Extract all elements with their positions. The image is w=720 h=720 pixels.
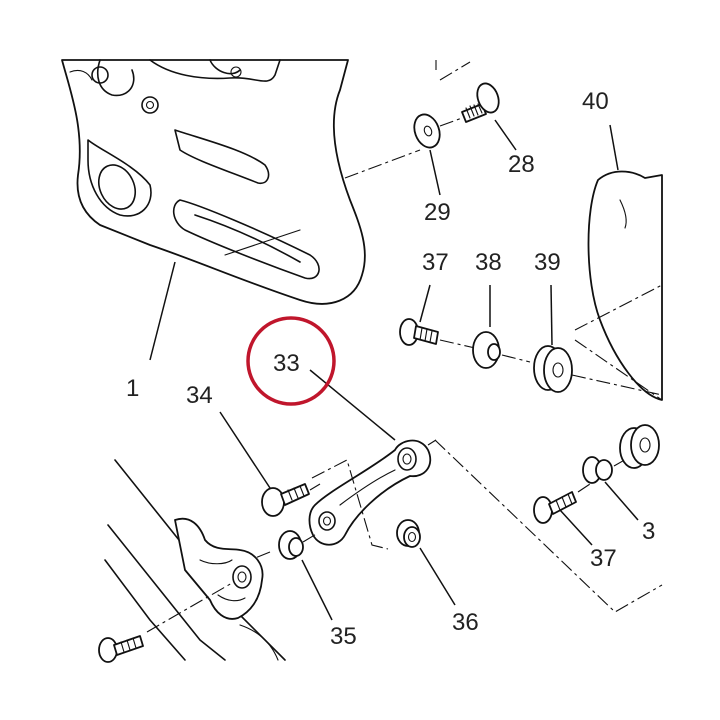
callout-37-lower: 37 <box>590 545 617 572</box>
part-1-bracket <box>61 59 421 305</box>
callout-1: 1 <box>126 375 139 402</box>
part-40-cover <box>574 170 663 401</box>
highlight-circle <box>246 316 336 406</box>
part-38-bushing <box>472 331 531 369</box>
callout-35: 35 <box>330 623 357 650</box>
callout-38: 38 <box>475 249 502 276</box>
part-29-washer <box>413 113 463 149</box>
callout-39: 39 <box>534 249 561 276</box>
part-37-screw-upper <box>399 318 476 349</box>
frame-lower-left <box>104 459 286 661</box>
leader-lines <box>149 119 639 621</box>
part-37-screw-lower <box>533 483 591 524</box>
part-3x-washer <box>582 456 629 484</box>
callout-29: 29 <box>424 199 451 226</box>
callout-40: 40 <box>582 88 609 115</box>
part-33-link-arm <box>308 439 437 550</box>
part-28-screw <box>435 60 500 123</box>
part-36-bushing <box>396 519 421 548</box>
callout-33: 33 <box>273 350 300 377</box>
callout-34: 34 <box>186 382 213 409</box>
callout-37-upper: 37 <box>422 249 449 276</box>
part-34-screw <box>261 483 321 517</box>
part-35-washer <box>249 530 319 561</box>
part-39-grommet <box>533 345 663 396</box>
assembly-outline-right <box>434 439 663 613</box>
callout-28: 28 <box>508 151 535 178</box>
callout-36: 36 <box>452 609 479 636</box>
screw-lower-left <box>98 635 144 663</box>
callout-3x: 3 <box>642 518 655 545</box>
part-grommet-lower <box>619 424 660 469</box>
